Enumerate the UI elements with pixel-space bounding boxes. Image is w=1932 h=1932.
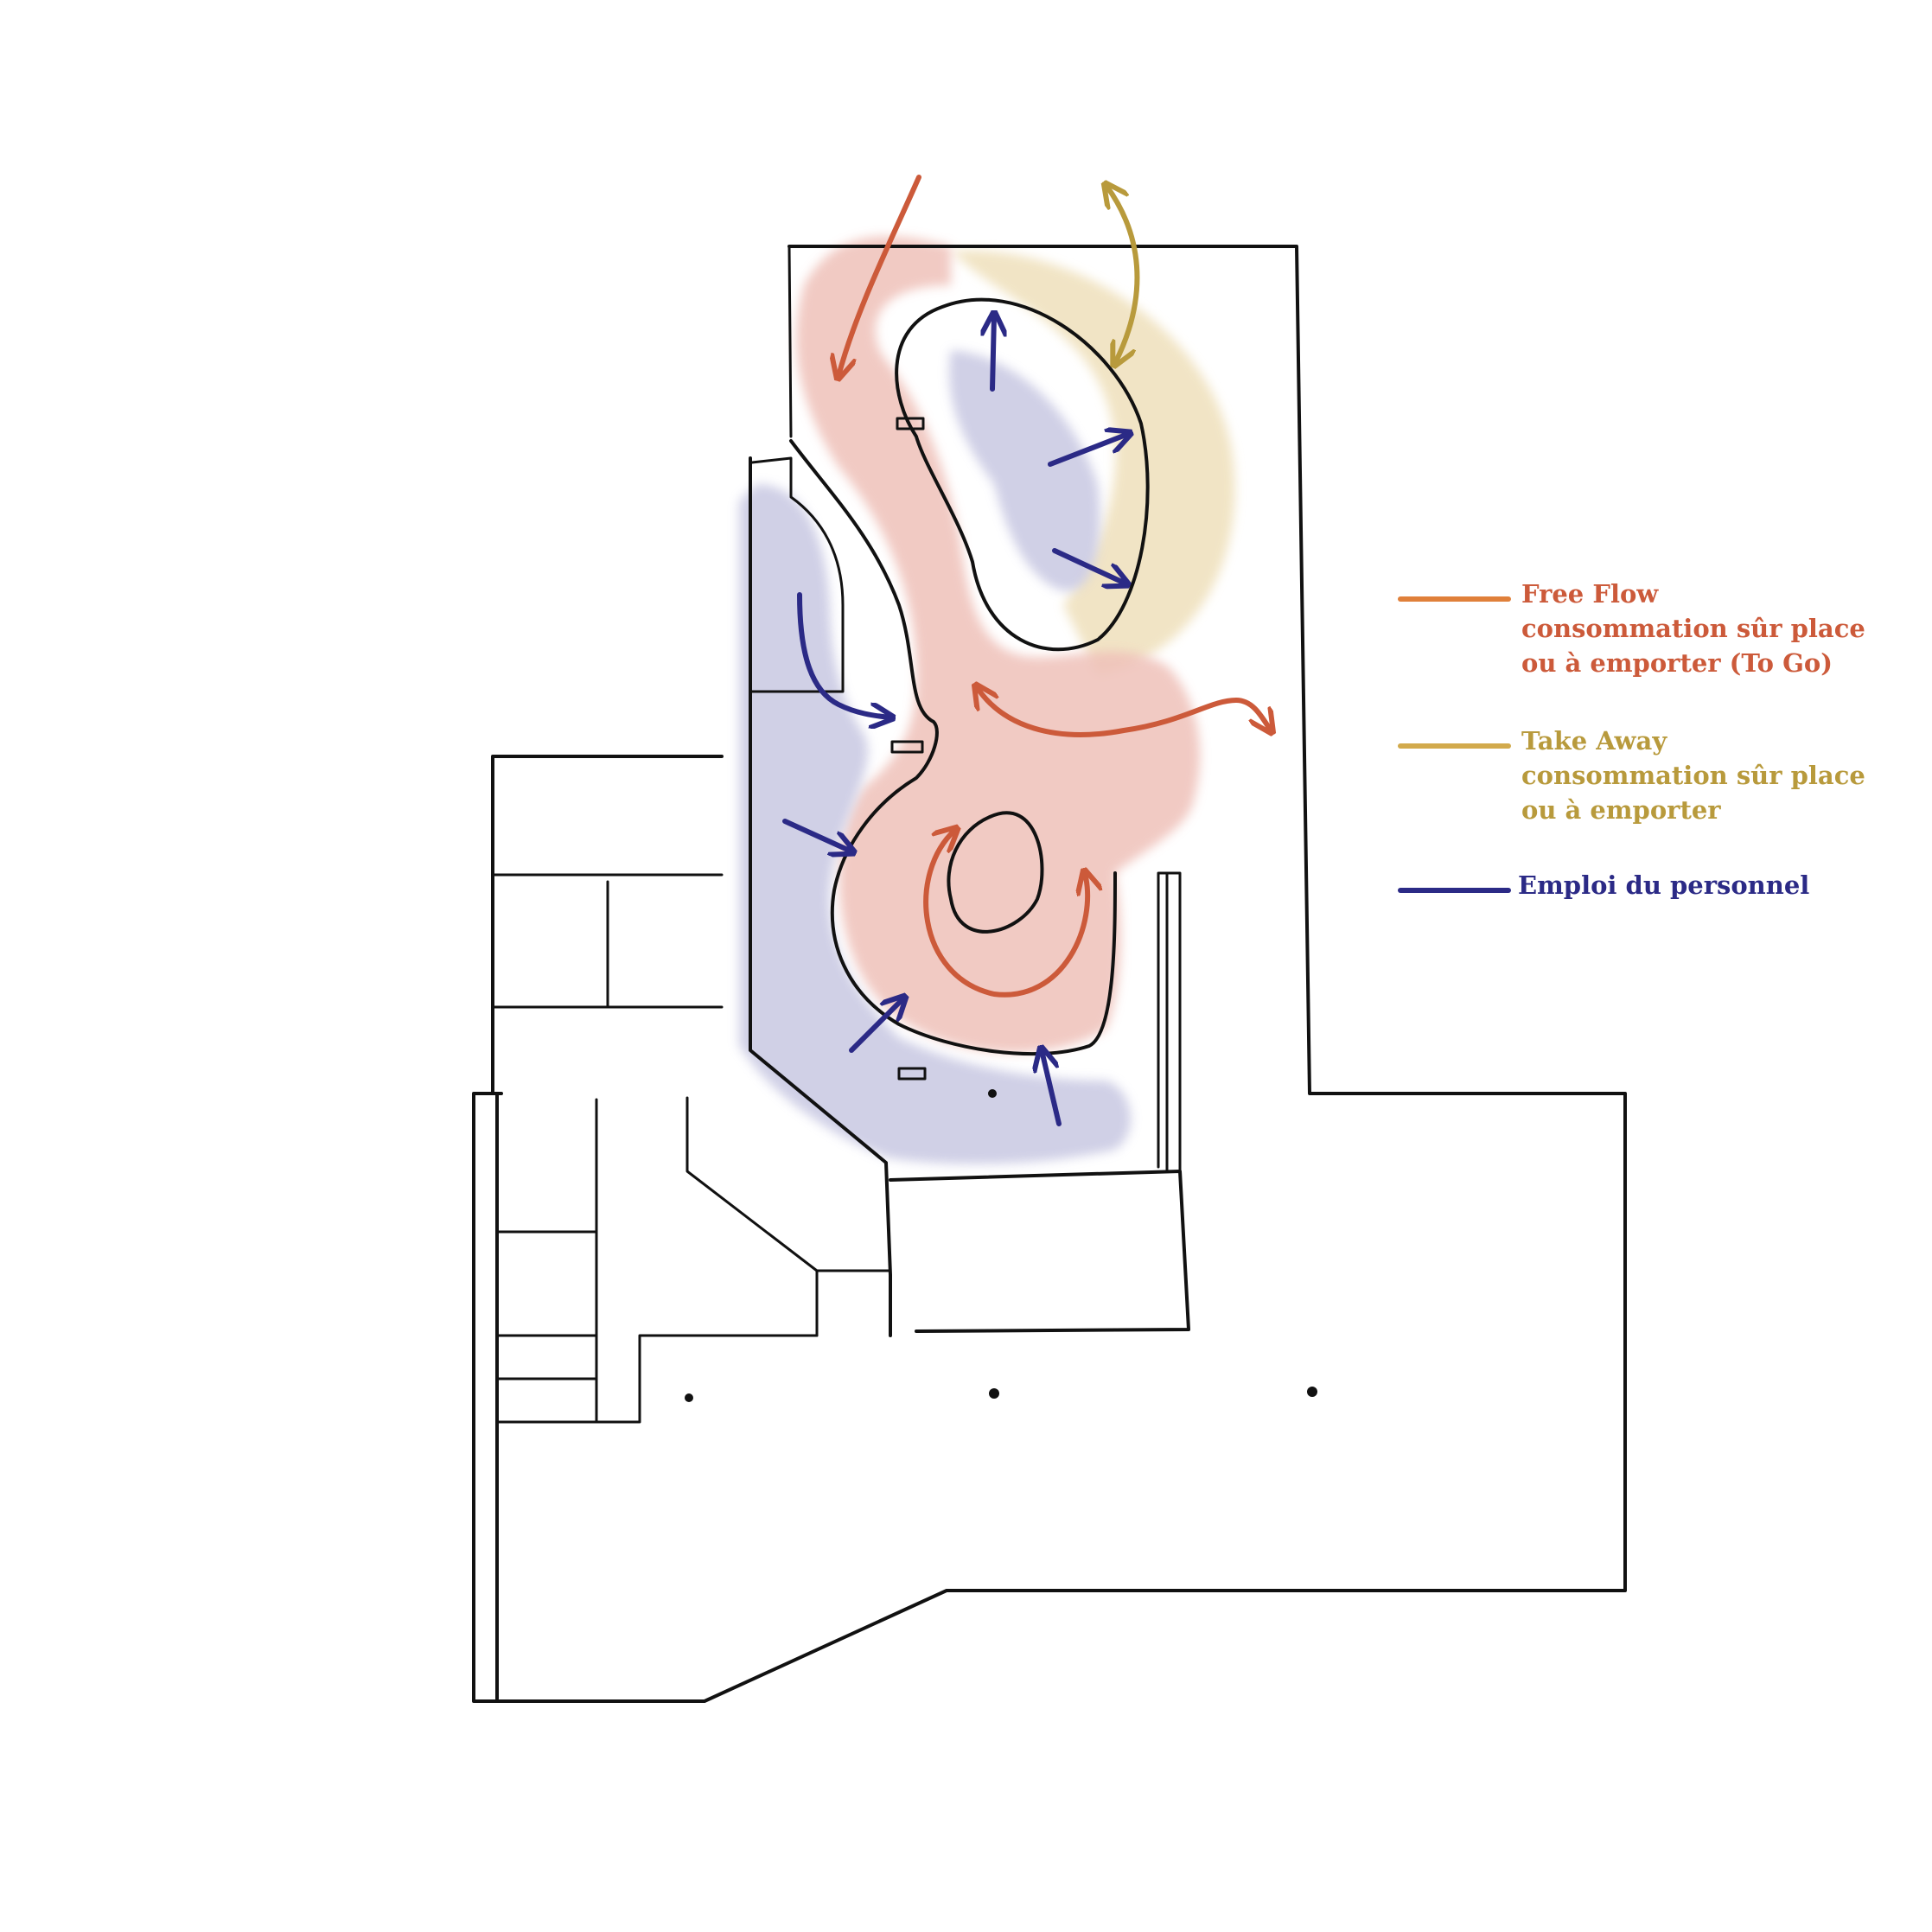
fixture-middle: [890, 740, 924, 754]
wall-stairs-step4: [495, 1334, 819, 1424]
wall-service-inner: [750, 456, 845, 693]
column-dot-3: [1307, 1387, 1317, 1397]
walls: [472, 245, 1627, 1703]
staff-arrow-6: [849, 998, 903, 1053]
free-flow-arrow-loop: [923, 830, 1087, 998]
legend-free-flow-line2: consommation sûr place: [1521, 614, 1865, 643]
legend-item-free-flow: Free Flow consommation sûr place ou à em…: [1398, 579, 1865, 678]
legend-free-flow-line3: ou à emporter (To Go): [1521, 648, 1833, 678]
staff-arrow-4: [797, 592, 890, 717]
wall-west-upper: [491, 755, 724, 1094]
staff-zone-top: [949, 350, 1100, 591]
column-dot-2: [989, 1388, 999, 1399]
legend-item-staff: Emploi du personnel: [1398, 870, 1809, 900]
staff-arrow-2: [1048, 434, 1128, 467]
column-dot-4: [988, 1089, 997, 1098]
wall-right-pillar-b: [1165, 871, 1182, 1173]
wall-outer: [472, 245, 1627, 1703]
staff-arrow-5: [782, 819, 851, 851]
free-flow-arrow-entry: [838, 175, 921, 376]
wall-right-room: [889, 1170, 1190, 1333]
staff-arrow-3: [1052, 548, 1125, 583]
staff-zone-left: [739, 484, 1132, 1164]
take-away-zone: [951, 250, 1235, 674]
fixture-bottom: [897, 1067, 927, 1081]
column-dot-1: [685, 1393, 693, 1402]
fixture-top: [896, 417, 925, 430]
legend-staff-line1: Emploi du personnel: [1518, 870, 1809, 900]
wall-right-pillar: [1157, 871, 1169, 1173]
staff-arrow-7: [1042, 1050, 1062, 1126]
legend-item-take-away: Take Away consommation sûr place ou à em…: [1398, 726, 1865, 825]
legend-take-away-line3: ou à emporter: [1521, 795, 1721, 825]
legend-take-away-line1: Take Away: [1521, 726, 1667, 756]
wall-service-left: [749, 456, 892, 1337]
wall-diagonal: [685, 1096, 819, 1337]
legend: Free Flow consommation sûr place ou à em…: [1398, 579, 1865, 900]
free-flow-arrow-exit: [977, 687, 1271, 735]
flow-arrows: [782, 175, 1271, 1126]
counter-outer: [789, 439, 1117, 1056]
counter-top-loop: [895, 297, 1150, 652]
legend-take-away-line2: consommation sûr place: [1521, 761, 1865, 790]
wall-top-left: [787, 245, 793, 438]
legend-free-flow-line1: Free Flow: [1521, 579, 1659, 609]
staff-arrow-1: [992, 316, 994, 392]
take-away-arrow: [1106, 186, 1140, 363]
